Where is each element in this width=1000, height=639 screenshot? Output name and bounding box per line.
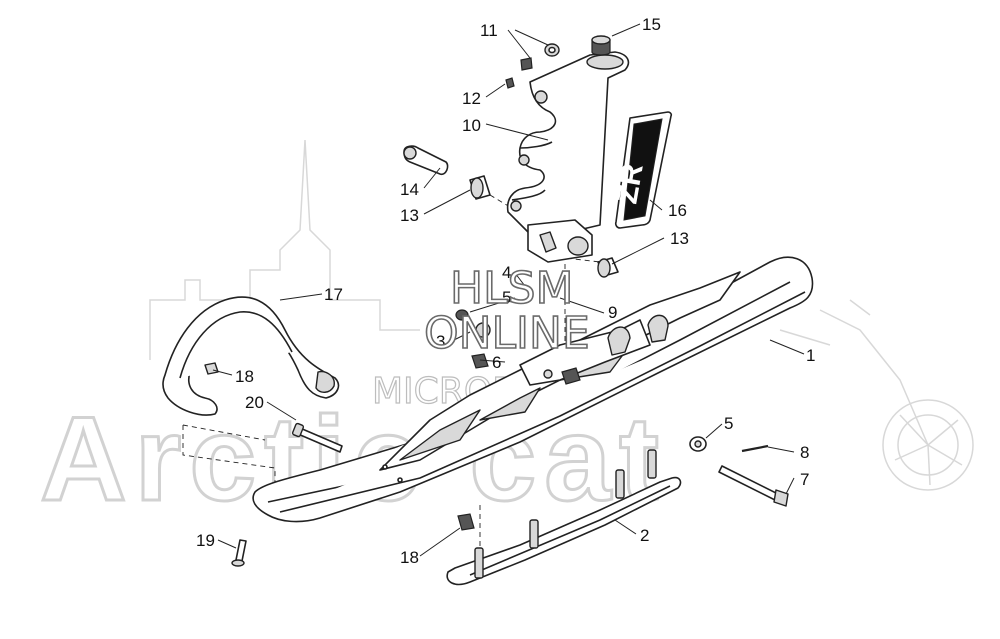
spindle-bolt [718, 465, 789, 507]
callout-15: 15 [642, 15, 661, 34]
spindle-assembly [506, 51, 630, 263]
decal-text: ZR [610, 161, 650, 206]
callout-5a: 5 [502, 288, 511, 307]
watermark-online: ONLINE [424, 308, 590, 359]
callout-labels: 11 15 12 10 14 13 16 13 4 5 9 17 3 6 1 1… [196, 15, 815, 567]
grease-fitting [505, 77, 515, 89]
callout-20: 20 [245, 393, 264, 412]
callout-1: 1 [806, 346, 815, 365]
callout-7: 7 [800, 470, 809, 489]
callout-19: 19 [196, 531, 215, 550]
nut-and-washer [520, 43, 560, 71]
decal: ZR [610, 111, 673, 229]
bushing-upper [469, 175, 491, 200]
callout-17: 17 [324, 285, 343, 304]
leader-lines [212, 23, 805, 557]
callout-8: 8 [800, 443, 809, 462]
ski-handle-loop [162, 296, 340, 416]
callout-9: 9 [608, 303, 617, 322]
ski-body [252, 256, 814, 523]
callout-10: 10 [462, 116, 481, 135]
watermark-skyline [149, 139, 420, 360]
callout-13b: 13 [670, 229, 689, 248]
callout-14: 14 [400, 180, 419, 199]
wear-bar-runner [446, 449, 682, 586]
bushing-lower [597, 257, 619, 278]
lower-nut [457, 513, 475, 531]
screw [231, 539, 247, 567]
callout-4: 4 [502, 263, 511, 282]
callout-5b: 5 [724, 414, 733, 433]
handle-nut [204, 362, 219, 375]
watermark-overlay: HLSM ONLINE [423, 262, 590, 360]
callout-2: 2 [640, 526, 649, 545]
callout-13a: 13 [400, 206, 419, 225]
cap [591, 35, 611, 56]
upper-hardware [455, 309, 581, 385]
lower-washer [689, 436, 707, 452]
callout-18b: 18 [400, 548, 419, 567]
cotter-pin [741, 444, 769, 453]
watermark-hlsm: HLSM [450, 263, 574, 314]
callout-12: 12 [462, 89, 481, 108]
pin [403, 145, 449, 176]
handle-bolt [291, 422, 343, 453]
callout-3: 3 [436, 332, 445, 351]
callout-18a: 18 [235, 367, 254, 386]
callout-16: 16 [668, 201, 687, 220]
callout-11: 11 [480, 21, 498, 40]
callout-6: 6 [492, 353, 501, 372]
watermark-motorcycle [779, 299, 974, 491]
